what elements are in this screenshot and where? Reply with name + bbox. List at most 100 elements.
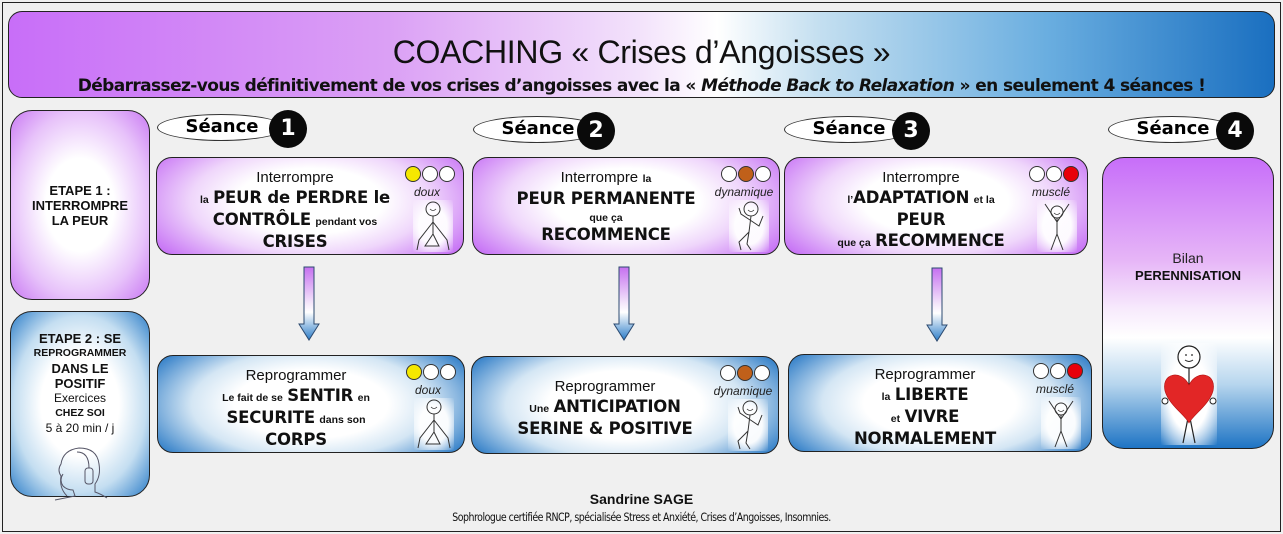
seance-3-reprogrammer-card: Reprogrammer la LIBERTE et VIVRE NORMALE… bbox=[788, 354, 1092, 452]
card-text-big: NORMALEMENT bbox=[853, 429, 997, 448]
seance-3-label: Séance 3 bbox=[784, 112, 944, 150]
intensity-light bbox=[720, 365, 736, 381]
etape-2-line: REPROGRAMMER bbox=[33, 347, 127, 359]
etape-2-line: DANS LE bbox=[51, 361, 109, 376]
stickman-holding-heart-icon bbox=[1161, 343, 1217, 445]
seance-1-interrompre-card: Interrompre la PEUR de PERDRE le CONTRÔL… bbox=[156, 157, 464, 255]
intensity-label: doux bbox=[413, 185, 441, 199]
etape-2-line: 5 à 20 min / j bbox=[45, 421, 115, 435]
seance-word: Séance bbox=[157, 114, 285, 141]
seance-4-bilan-card: Bilan PERENNISATION bbox=[1102, 157, 1274, 449]
etape-1-line: INTERROMPRE bbox=[31, 198, 129, 213]
card-text-small: dans son bbox=[319, 414, 366, 426]
card-lead: Interrompre bbox=[256, 169, 334, 186]
intensity-light bbox=[1067, 363, 1083, 379]
intensity-label: musclé bbox=[1031, 185, 1070, 199]
intensity-lights bbox=[1033, 363, 1083, 379]
card-text-small: Le fait de se bbox=[222, 392, 283, 404]
card-text-small: que ça bbox=[837, 237, 871, 249]
stickman-arms-up-icon bbox=[1037, 200, 1077, 252]
page-title: COACHING « Crises d’Angoisses » bbox=[392, 34, 891, 70]
method-name: Méthode Back to Relaxation bbox=[701, 76, 955, 96]
seance-number-badge: 1 bbox=[269, 110, 307, 148]
card-text-small: l’ bbox=[847, 194, 854, 206]
card-text-big: VIVRE bbox=[904, 407, 960, 426]
intensity-light bbox=[1063, 166, 1079, 182]
intensity-lights bbox=[1029, 166, 1079, 182]
card-text-small: en bbox=[357, 392, 370, 404]
seance-2-label: Séance 2 bbox=[473, 112, 633, 150]
intensity-light bbox=[755, 166, 771, 182]
card-text-small: la bbox=[881, 391, 891, 403]
author-name: Sandrine SAGE bbox=[589, 491, 694, 507]
intensity-light bbox=[439, 166, 455, 182]
etape-2-box: ETAPE 2 : SE REPROGRAMMER DANS LE POSITI… bbox=[10, 311, 150, 501]
stickman-sitting-icon bbox=[413, 200, 453, 252]
intensity-lights bbox=[406, 364, 456, 380]
card-text-big: RECOMMENCE bbox=[875, 231, 1005, 250]
intensity-light bbox=[422, 166, 438, 182]
etape-1-line: ETAPE 1 : bbox=[49, 183, 111, 198]
seance-2-reprogrammer-card: Reprogrammer Une ANTICIPATION SERINE & P… bbox=[471, 356, 779, 454]
card-lead: Reprogrammer bbox=[245, 367, 347, 384]
card-text-big: SERINE & POSITIVE bbox=[517, 419, 693, 438]
intensity-lights bbox=[720, 365, 770, 381]
etape-1-line: LA PEUR bbox=[51, 213, 109, 228]
intensity-lights bbox=[405, 166, 455, 182]
intensity-label: musclé bbox=[1035, 382, 1074, 396]
card-text-big: RECOMMENCE bbox=[541, 225, 671, 244]
intensity-label: doux bbox=[414, 383, 442, 397]
etape-2-line: CHEZ SOI bbox=[55, 407, 105, 419]
card-text-small: la bbox=[199, 194, 209, 206]
card-text-big: PEUR PERMANENTE bbox=[516, 189, 696, 208]
card-text-big: PEUR de PERDRE le bbox=[213, 188, 391, 207]
seance-number-badge: 2 bbox=[577, 112, 615, 150]
card-text-big: SENTIR bbox=[287, 386, 354, 405]
perennisation-label: PERENNISATION bbox=[1135, 268, 1241, 283]
down-arrow-icon bbox=[926, 267, 948, 342]
card-text: Reprogrammer Une ANTICIPATION SERINE & P… bbox=[492, 377, 718, 440]
card-text-small: et bbox=[890, 413, 901, 425]
card-lead: Reprogrammer bbox=[874, 366, 976, 383]
down-arrow-icon bbox=[298, 266, 320, 341]
author-description: Sophrologue certifiée RNCP, spécialisée … bbox=[452, 510, 831, 524]
intensity-light bbox=[1046, 166, 1062, 182]
card-text-small: la bbox=[642, 173, 652, 185]
card-text-big: CORPS bbox=[265, 430, 327, 449]
intensity-light bbox=[754, 365, 770, 381]
intensity-light bbox=[405, 166, 421, 182]
intensity-lights bbox=[721, 166, 771, 182]
card-text: Interrompre la PEUR PERMANENTE que ça RE… bbox=[493, 168, 719, 246]
card-lead: Interrompre bbox=[882, 169, 960, 186]
bilan-label: Bilan bbox=[1172, 250, 1204, 266]
seance-number-badge: 3 bbox=[892, 112, 930, 150]
card-text-big: PEUR bbox=[896, 210, 946, 229]
intensity-light bbox=[1033, 363, 1049, 379]
seance-1-reprogrammer-card: Reprogrammer Le fait de se SENTIR en SEC… bbox=[157, 355, 465, 453]
seance-number-badge: 4 bbox=[1216, 112, 1254, 150]
card-text-small: Une bbox=[529, 403, 550, 415]
intensity-light bbox=[721, 166, 737, 182]
card-text-big: SECURITE bbox=[226, 408, 316, 427]
stickman-dancing-icon bbox=[729, 200, 769, 252]
seance-2-interrompre-card: Interrompre la PEUR PERMANENTE que ça RE… bbox=[472, 157, 780, 255]
card-text: Interrompre la PEUR de PERDRE le CONTRÔL… bbox=[187, 168, 403, 253]
intensity-light bbox=[1050, 363, 1066, 379]
card-text-big: ANTICIPATION bbox=[553, 397, 681, 416]
subtitle-text-end: » en seulement 4 séances ! bbox=[954, 76, 1206, 96]
card-text-small: pendant vos bbox=[315, 216, 378, 228]
intensity-light bbox=[440, 364, 456, 380]
intensity-light bbox=[406, 364, 422, 380]
seance-1-label: Séance 1 bbox=[157, 110, 317, 148]
down-arrow-icon bbox=[613, 266, 635, 341]
seance-3-interrompre-card: Interrompre l’ADAPTATION et la PEUR que … bbox=[784, 157, 1088, 255]
headphones-person-icon bbox=[54, 447, 108, 501]
stickman-arms-up-icon bbox=[1041, 397, 1081, 449]
intensity-light bbox=[1029, 166, 1045, 182]
card-text-big: CRISES bbox=[262, 232, 328, 251]
page-subtitle: Débarrassez-vous définitivement de vos c… bbox=[9, 76, 1274, 96]
etape-2-line: ETAPE 2 : SE bbox=[38, 331, 122, 346]
seance-4-label: Séance 4 bbox=[1108, 112, 1268, 150]
intensity-light bbox=[737, 365, 753, 381]
etape-1-box: ETAPE 1 : INTERROMPRE LA PEUR bbox=[10, 110, 150, 300]
